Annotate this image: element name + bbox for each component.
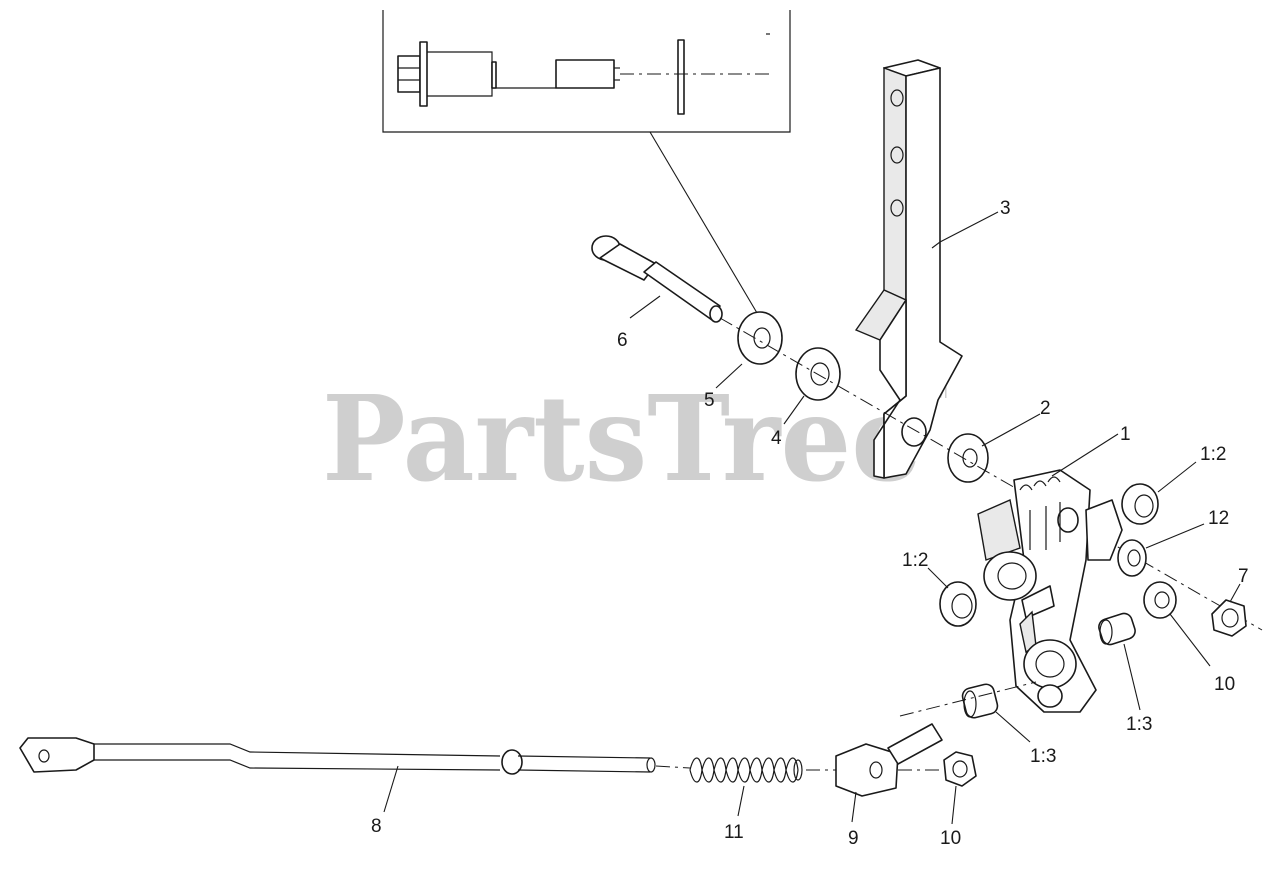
callout-6: 6 <box>617 330 628 351</box>
flange-nut-part-10-right <box>1143 581 1177 619</box>
callout-10-right: 10 <box>1214 674 1235 695</box>
bushing-part-1-2-left <box>939 581 977 627</box>
callout-5: 5 <box>704 390 715 411</box>
pivot-bracket-part-1 <box>977 469 1123 713</box>
callout-7: 7 <box>1238 566 1249 587</box>
callout-12: 12 <box>1208 508 1229 529</box>
shoulder-bolt-part-6 <box>591 235 723 323</box>
washer-part-12 <box>1117 539 1147 577</box>
callout-9: 9 <box>848 828 859 849</box>
washer-part-2 <box>947 433 989 483</box>
leader-lines <box>383 211 1241 825</box>
callout-3: 3 <box>1000 198 1011 219</box>
bushing-part-1-3-low <box>961 683 999 719</box>
detail-inset <box>382 10 791 133</box>
callout-labels: 3 6 5 4 2 1 1:2 12 1:2 7 10 1:3 1:3 8 11… <box>371 198 1249 849</box>
callout-1-2-top: 1:2 <box>1200 444 1226 465</box>
callout-1-3-mid: 1:3 <box>1126 714 1152 735</box>
trunnion-part-9 <box>835 723 943 797</box>
callout-2: 2 <box>1040 398 1051 419</box>
rod-part-8 <box>19 737 656 775</box>
callout-11: 11 <box>724 822 744 843</box>
bushing-part-1-2-top <box>1121 483 1159 525</box>
spring-part-11 <box>689 757 803 783</box>
bushing-part-1-3-mid <box>1098 612 1136 646</box>
washer-part-5 <box>737 311 783 365</box>
callout-1-2-left: 1:2 <box>902 550 928 571</box>
callout-8: 8 <box>371 816 382 837</box>
nut-part-7 <box>1211 599 1247 637</box>
callout-1: 1 <box>1120 424 1131 445</box>
callout-10-bottom: 10 <box>940 828 961 849</box>
flange-nut-part-10-bottom <box>943 751 977 787</box>
pedal-arm-part-3 <box>854 59 963 479</box>
callout-1-3-low: 1:3 <box>1030 746 1056 767</box>
callout-4: 4 <box>771 428 782 449</box>
